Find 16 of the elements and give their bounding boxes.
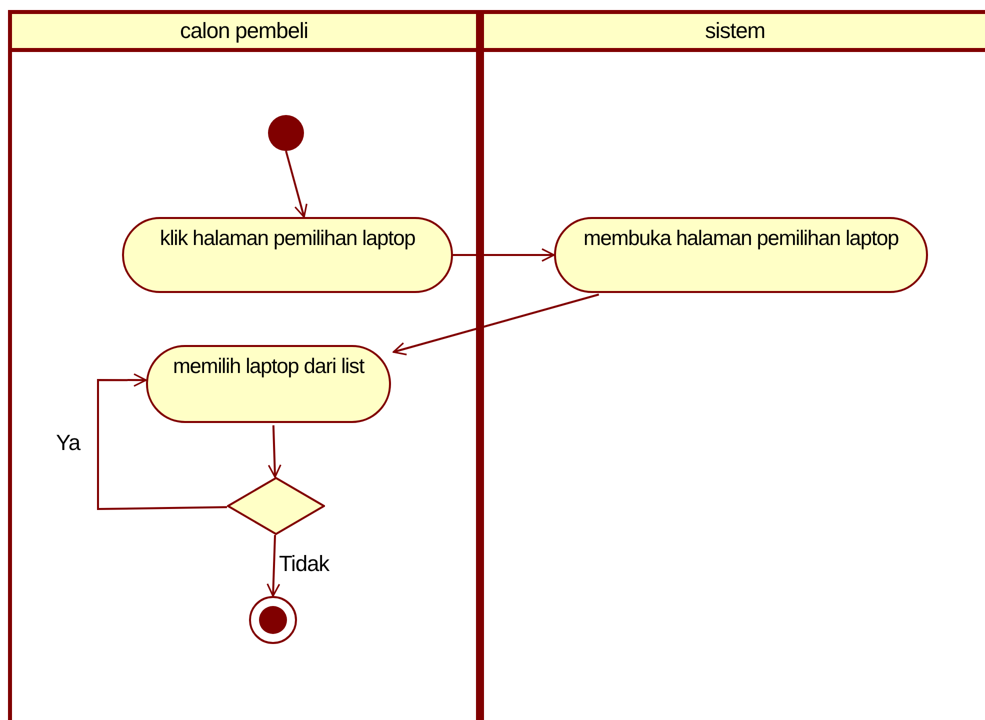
swimlane — [8, 10, 480, 720]
action-node: klik halaman pemilihan laptop — [122, 217, 453, 293]
action-node: memilih laptop dari list — [146, 345, 391, 423]
arrow — [392, 294, 600, 356]
arrow — [266, 534, 280, 597]
arrow — [268, 425, 282, 478]
end-node — [249, 596, 297, 644]
arrow — [97, 373, 228, 510]
arrow — [453, 248, 555, 262]
decision-diamond — [227, 477, 325, 535]
start-node — [268, 115, 304, 151]
action-node: membuka halaman pemilihan laptop — [554, 217, 928, 293]
lane-header: calon pembeli — [12, 14, 476, 52]
lane-header: sistem — [484, 14, 985, 52]
swimlane — [480, 10, 985, 720]
arrow — [285, 150, 308, 218]
